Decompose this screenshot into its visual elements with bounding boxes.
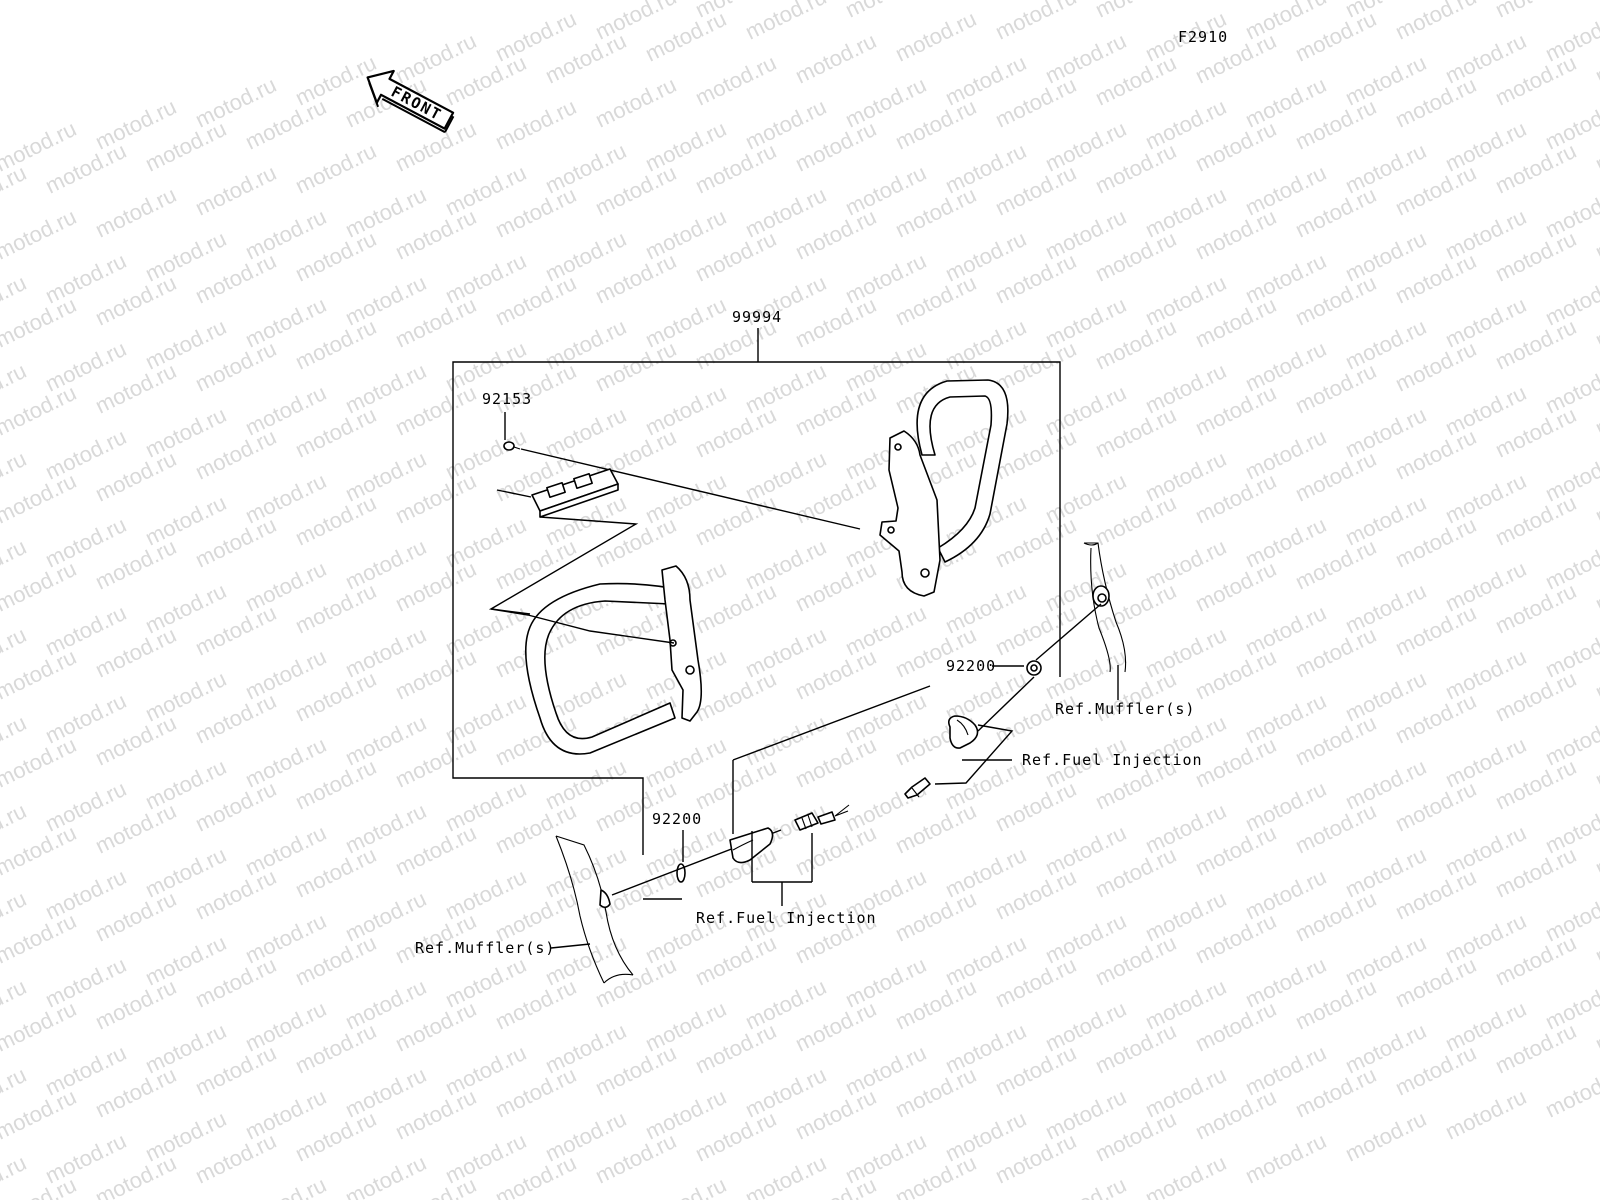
watermark-text: motod.ru (1541, 1062, 1600, 1123)
watermark-text: motod.ru (1441, 1084, 1530, 1145)
watermark-text: motod.ru (291, 138, 380, 199)
callout-ref-fuel-left[interactable]: Ref.Fuel Injection (696, 909, 877, 927)
watermark-text: motod.ru (741, 1150, 830, 1200)
watermark-text: motod.ru (991, 0, 1080, 44)
sensor-cap-right (948, 715, 979, 749)
callout-92153: 92153 (482, 390, 532, 408)
watermark-text: motod.ru (241, 1172, 330, 1200)
sensor-left (794, 804, 850, 831)
connector-plate (531, 468, 619, 518)
watermark-text: motod.ru (891, 6, 980, 67)
bolt-icon (503, 441, 521, 451)
callout-99994: 99994 (732, 308, 782, 326)
callout-ref-muffler-right[interactable]: Ref.Muffler(s) (1055, 700, 1195, 718)
grab-bar-left (525, 565, 703, 755)
sensor-right (904, 777, 931, 799)
watermark-text: motod.ru (591, 72, 680, 133)
watermark-text: motod.ru (491, 94, 580, 155)
callout-ref-muffler-left[interactable]: Ref.Muffler(s) (415, 939, 555, 957)
watermark-text: motod.ru (691, 50, 780, 111)
watermark-text: motod.ru (1491, 0, 1580, 22)
watermark-text: motod.ru (841, 0, 930, 22)
washer-right (1026, 660, 1042, 676)
watermark-text: motod.ru (791, 28, 880, 89)
watermark-text: motod.ru (741, 0, 830, 44)
sensor-cap-left (729, 827, 774, 864)
grab-bar-right (879, 379, 1009, 597)
callout-92200-right: 92200 (946, 657, 996, 675)
watermark-text: motod.ru (0, 204, 80, 265)
diagram-code: F2910 (1178, 28, 1228, 46)
watermark-text: motod.ru (341, 1150, 430, 1200)
watermark-text: motod.ru (91, 182, 180, 243)
watermark-text: motod.ru (1041, 1172, 1130, 1200)
muffler-left (555, 835, 634, 984)
watermark-text: motod.ru (0, 160, 30, 221)
watermark-text: motod.ru (1091, 0, 1180, 22)
watermark-text: motod.ru (1341, 1106, 1430, 1167)
watermark-text: motod.ru (1391, 0, 1480, 44)
watermark-text: motod.ru (1241, 1128, 1330, 1189)
watermark-text: motod.ru (641, 1172, 730, 1200)
muffler-right (1083, 542, 1127, 673)
watermark-text: motod.ru (1141, 1150, 1230, 1200)
callout-92200-left: 92200 (652, 810, 702, 828)
assembly-bracket (452, 328, 1061, 855)
callout-ref-fuel-right[interactable]: Ref.Fuel Injection (1022, 751, 1203, 769)
watermark-text: motod.ru (191, 160, 280, 221)
